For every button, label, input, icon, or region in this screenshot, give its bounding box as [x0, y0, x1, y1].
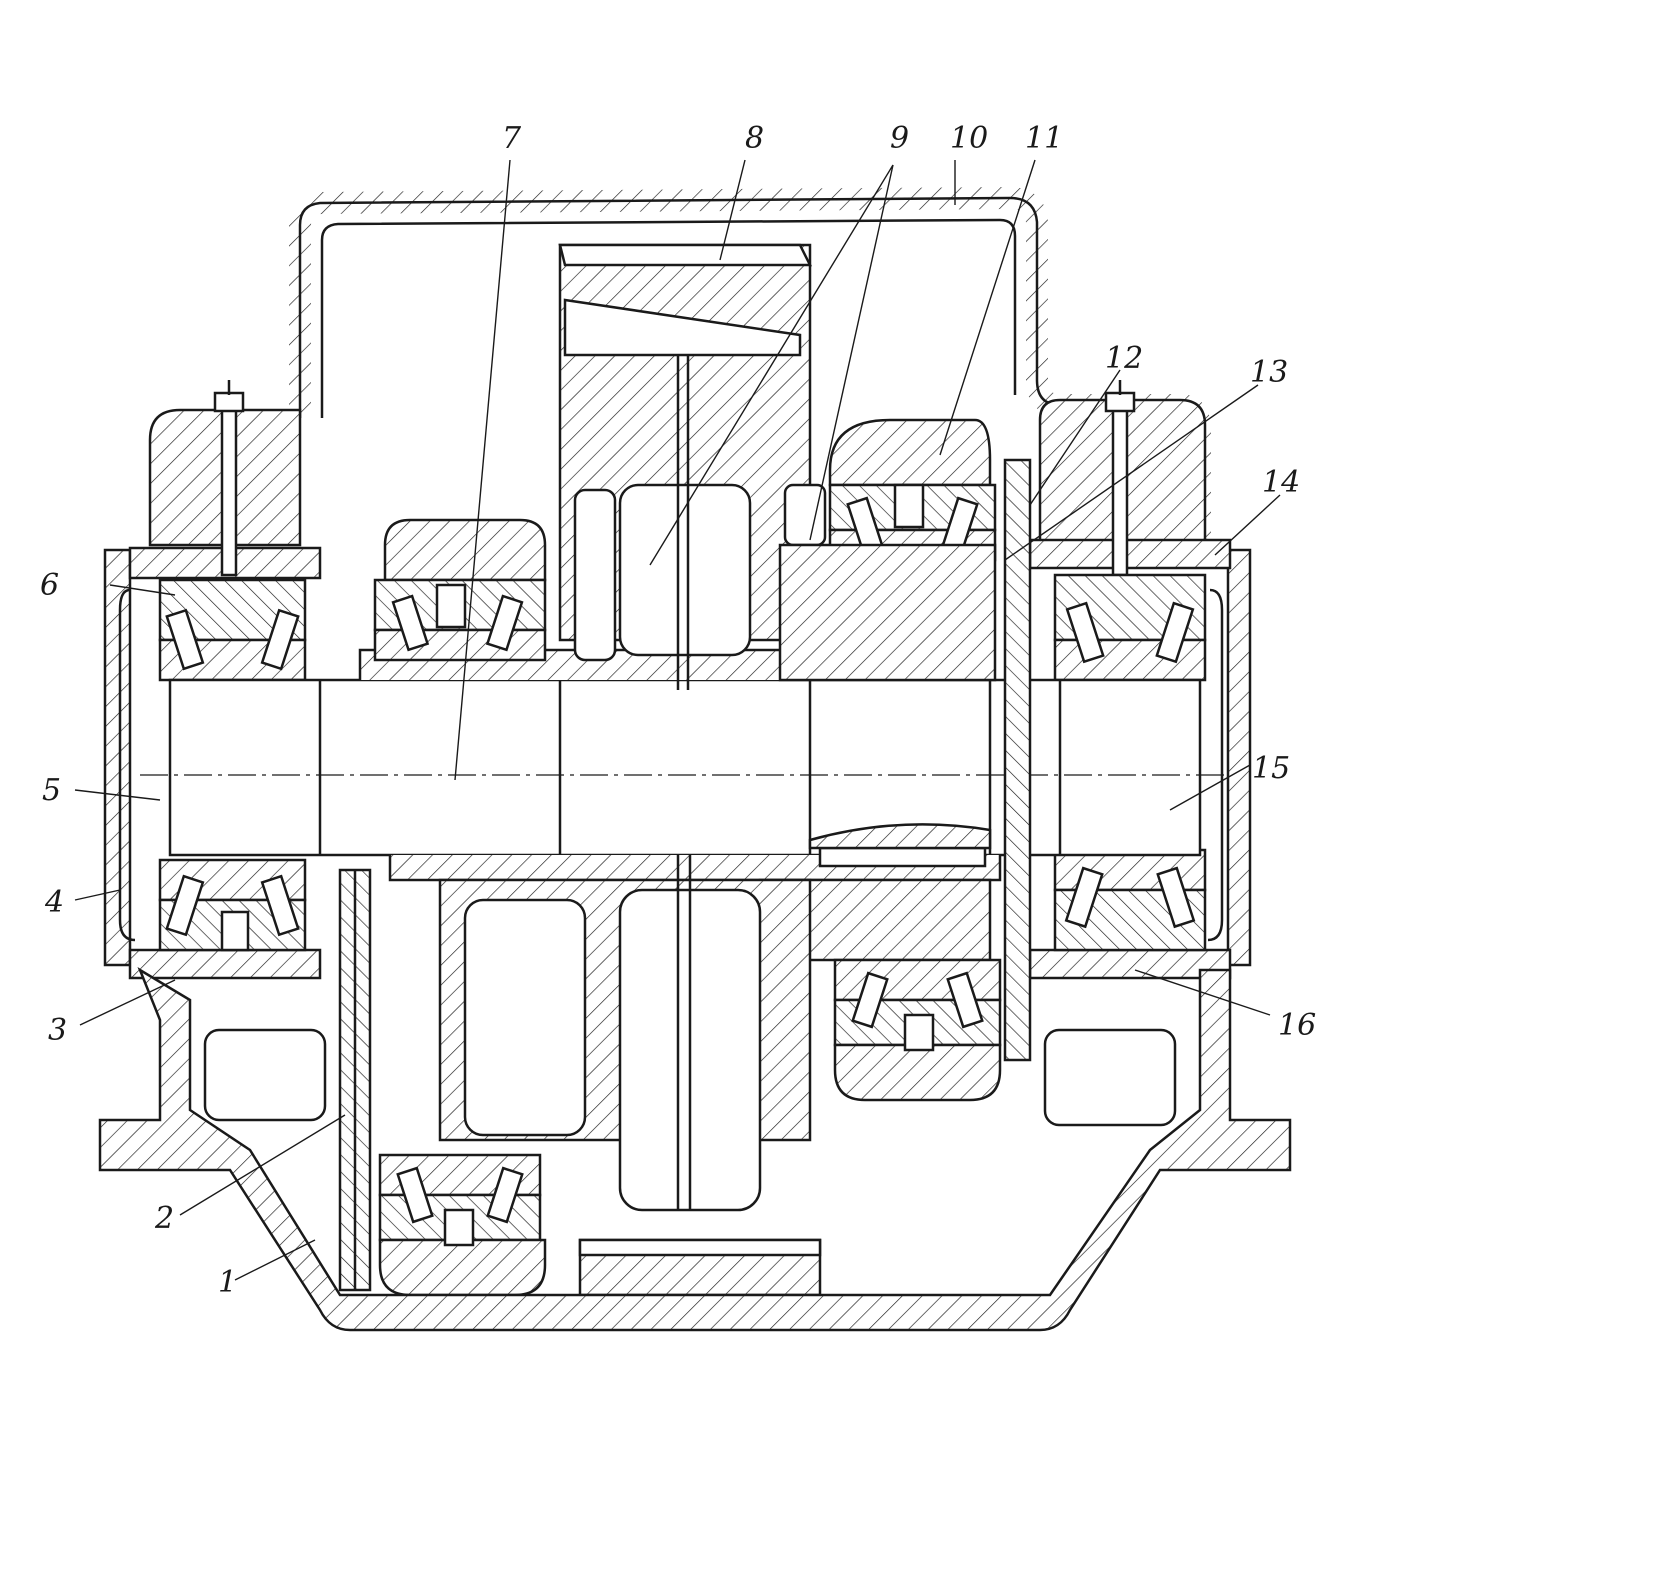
label-15: 15: [1252, 751, 1290, 786]
label-12: 12: [1105, 341, 1143, 376]
left-bearing: [158, 578, 307, 952]
lower-gear: [438, 855, 822, 1297]
label-7: 7: [502, 121, 522, 156]
label-16: 16: [1278, 1008, 1316, 1043]
right-top-flange: [1028, 538, 1232, 570]
label-14: 14: [1262, 465, 1300, 500]
label-11: 11: [1025, 121, 1063, 156]
label-3: 3: [48, 1013, 67, 1048]
lower-right-bearing: [833, 958, 1002, 1102]
right-bolt: [1104, 380, 1136, 577]
right-bearing: [1053, 573, 1207, 952]
callout-labels: 1 2 3 4 5 6 7 8 9 10 11 12 13 14 15 16: [40, 121, 1316, 1300]
upper-gear: [558, 243, 813, 690]
label-6: 6: [40, 568, 59, 603]
label-9: 9: [890, 121, 909, 156]
left-bottom-flange: [128, 948, 322, 980]
right-end-cap: [1226, 548, 1252, 967]
label-13: 13: [1250, 355, 1288, 390]
main-shaft: [168, 678, 1202, 857]
label-10: 10: [950, 121, 988, 156]
middle-left-bearing: [373, 518, 547, 662]
housing-bottom-wall: [98, 967, 1292, 1332]
upper-right-bearing: [828, 418, 997, 562]
label-4: 4: [44, 885, 64, 920]
left-bolt: [213, 380, 245, 577]
lower-left-bearing: [378, 1153, 547, 1297]
label-5: 5: [42, 773, 61, 808]
label-1: 1: [218, 1265, 237, 1300]
label-8: 8: [745, 121, 764, 156]
left-end-cap: [103, 548, 132, 967]
label-2: 2: [154, 1201, 174, 1236]
